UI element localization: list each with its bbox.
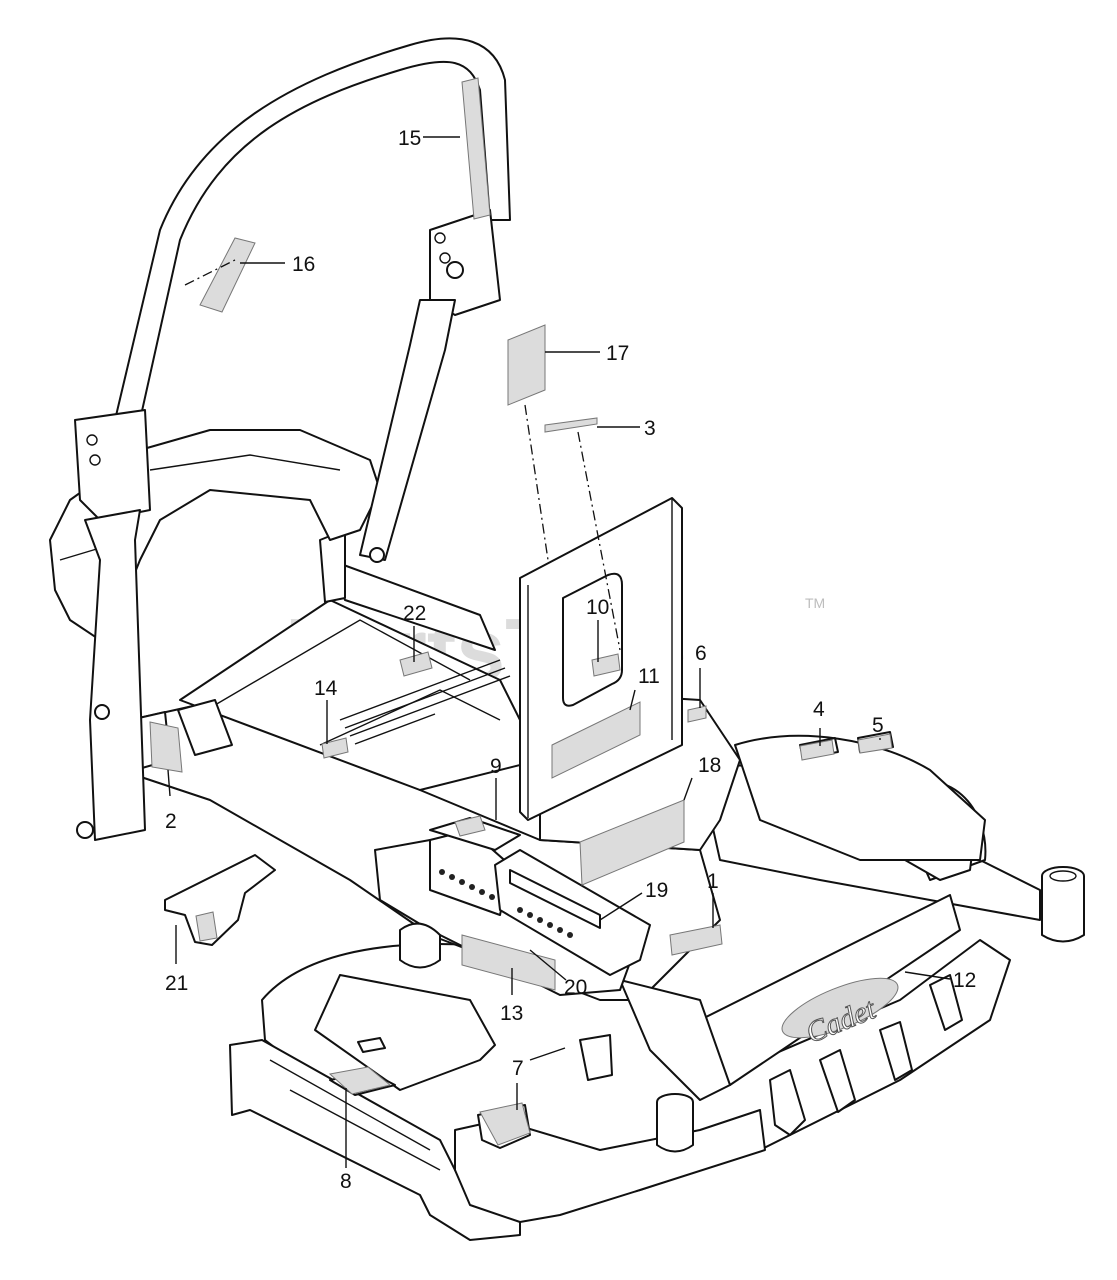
callout-7: 7 <box>512 1057 524 1080</box>
callout-10: 10 <box>586 596 609 619</box>
control-panel <box>374 817 651 996</box>
callout-1: 1 <box>707 870 719 893</box>
callout-2: 2 <box>165 810 177 833</box>
decal-4 <box>799 739 835 761</box>
callout-19: 19 <box>645 879 668 902</box>
callout-22: 22 <box>403 602 426 625</box>
callout-11: 11 <box>638 665 660 688</box>
callout-4: 4 <box>813 698 825 721</box>
callout-labels: 15 16 17 3 22 10 14 6 11 2 9 4 5 18 1 19… <box>165 127 976 1193</box>
callout-5: 5 <box>872 714 884 737</box>
decal-21-plate <box>164 854 276 946</box>
decal-9 <box>454 815 486 837</box>
decal-10 <box>591 653 621 677</box>
callout-8: 8 <box>340 1170 352 1193</box>
callout-21: 21 <box>165 972 188 995</box>
decal-3 <box>544 417 598 433</box>
decal-8 <box>328 1066 392 1095</box>
decal-14 <box>321 737 349 759</box>
decal-22 <box>399 651 433 677</box>
assembly-line-16 <box>184 259 236 286</box>
callout-20: 20 <box>564 976 587 999</box>
decal-1 <box>669 924 723 956</box>
mower-deck <box>229 939 1011 1241</box>
callout-16: 16 <box>292 253 315 276</box>
decals <box>149 77 893 1146</box>
callout-17: 17 <box>606 342 629 365</box>
assembly-line-3 <box>577 431 621 651</box>
callout-3: 3 <box>644 417 656 440</box>
callout-14: 14 <box>314 677 338 700</box>
callout-12: 12 <box>953 969 976 992</box>
callout-9: 9 <box>490 755 502 778</box>
decal-5 <box>857 733 893 754</box>
decal-21 <box>195 911 218 942</box>
decal-17 <box>507 324 546 406</box>
callout-18: 18 <box>698 754 721 777</box>
callout-6: 6 <box>695 642 707 665</box>
decal-7 <box>479 1102 531 1146</box>
callout-13: 13 <box>500 1002 523 1025</box>
watermark-trademark: TM <box>805 595 825 611</box>
decal-11 <box>551 701 641 779</box>
decal-18 <box>579 799 685 886</box>
callout-15: 15 <box>398 127 421 150</box>
roll-bar <box>74 37 511 841</box>
decal-15 <box>461 77 491 220</box>
assembly-line-17 <box>524 404 549 561</box>
decal-13 <box>461 934 556 991</box>
decal-2 <box>149 721 183 773</box>
leader-lines <box>167 136 951 1168</box>
decal-16 <box>199 237 256 313</box>
